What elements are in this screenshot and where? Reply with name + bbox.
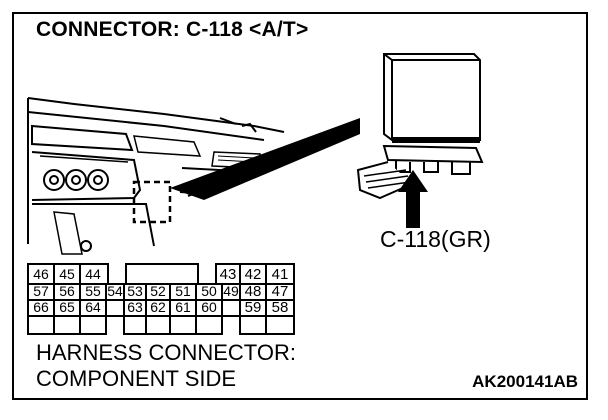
pin-label: 52 (150, 283, 166, 299)
connector-callout-label: C-118(GR) (380, 226, 491, 252)
diagram-title: CONNECTOR: C-118 <A/T> (36, 18, 309, 41)
pin-label: 65 (59, 299, 75, 315)
connector-location-marker (132, 180, 172, 224)
pin-label: 61 (175, 299, 191, 315)
pin-label: 41 (271, 266, 289, 283)
pin-label: 46 (33, 266, 49, 282)
pin-label: 54 (107, 283, 123, 299)
pin-label: 63 (127, 299, 143, 315)
diagram-frame: CONNECTOR: C-118 <A/T> (12, 12, 588, 400)
pin-label: 56 (59, 283, 75, 299)
pin-label: 43 (219, 266, 237, 283)
control-module-illustration (356, 53, 484, 200)
pin-label: 42 (244, 266, 262, 283)
pin-label: 45 (59, 266, 75, 282)
pin-label: 44 (85, 266, 101, 282)
pin-label: 64 (85, 299, 101, 315)
pin-label: 55 (85, 283, 101, 299)
connector-grid (27, 263, 295, 335)
pin-label: 53 (127, 283, 143, 299)
zoom-pointer-wedge (170, 118, 360, 200)
connector-callout-arrow (398, 170, 428, 228)
pin-label: 51 (175, 283, 191, 299)
pin-label: 60 (201, 299, 217, 315)
pin-label: 66 (33, 299, 49, 315)
harness-connector-label: HARNESS CONNECTOR: (36, 340, 296, 365)
diagram-artwork (27, 53, 484, 335)
figure-code: AK200141AB (472, 372, 578, 391)
pin-label: 49 (223, 283, 239, 299)
pin-label: 50 (201, 283, 217, 299)
component-side-label: COMPONENT SIDE (36, 366, 237, 391)
pin-label: 59 (244, 299, 262, 316)
pin-label: 47 (271, 283, 289, 300)
pin-label: 58 (271, 299, 289, 316)
pin-label: 57 (33, 283, 49, 299)
pin-label: 48 (244, 283, 262, 300)
pin-label: 62 (150, 299, 166, 315)
